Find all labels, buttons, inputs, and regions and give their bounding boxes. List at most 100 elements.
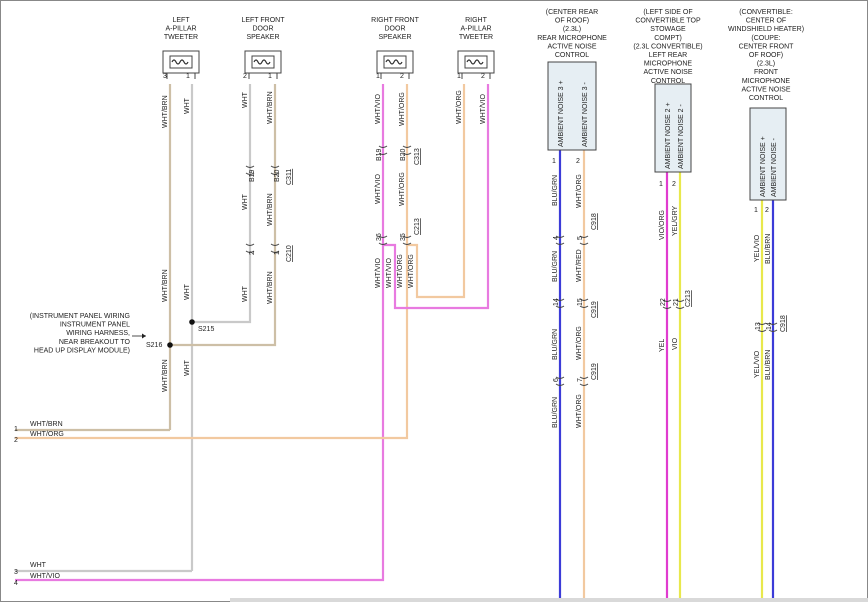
module-pin-name: AMBIENT NOISE - <box>771 137 778 197</box>
pin-label: B20 <box>400 148 407 161</box>
label-line: MICROPHONE <box>644 61 693 68</box>
wire-label: BLU/GRN <box>552 397 559 428</box>
wire-label: WHT/BRN <box>267 91 274 124</box>
connector-id: C918 <box>591 213 598 230</box>
pin-label: B19 <box>376 148 383 161</box>
wire-label: WHT/BRN <box>162 95 169 128</box>
label-line: (LEFT SIDE OF <box>643 9 692 16</box>
wire-label: VIO/ORG <box>659 210 666 240</box>
pin-label: 1 <box>754 207 758 214</box>
wire-label: WHT/BRN <box>267 271 274 304</box>
label-line: LEFT REAR <box>649 52 687 59</box>
label-line: CONTROL <box>651 78 685 85</box>
label-line: RIGHT <box>465 17 488 24</box>
wire-label: YEL/VIO <box>754 234 761 262</box>
wire-label: WHT/VIO <box>375 174 382 204</box>
connector-id: C213 <box>685 290 692 307</box>
label-line: COMPT) <box>654 35 682 42</box>
pin-label: 1 <box>552 158 556 165</box>
splice-s215-label: S215 <box>198 326 214 333</box>
wire-label: WHT/ORG <box>456 90 463 124</box>
pin-label: 21 <box>673 298 680 306</box>
pin-label: 2 <box>672 181 676 188</box>
pin-label: 2 <box>243 73 247 80</box>
pin-label: 2 <box>765 207 769 214</box>
wire-label: WHT/ORG <box>576 174 583 208</box>
label-line: CONTROL <box>749 95 783 102</box>
pin-label: 4 <box>553 236 560 240</box>
wire-label: WHT/VIO <box>375 258 382 288</box>
pin-label: 22 <box>660 298 667 306</box>
wire-label: WHT/ORG <box>576 326 583 360</box>
connector-id: C919 <box>591 301 598 318</box>
wire-label: BLU/GRN <box>552 329 559 360</box>
pin-label: B19 <box>249 169 256 182</box>
connector-id: C311 <box>286 169 293 185</box>
label-line: (2.3L) <box>757 61 775 68</box>
wire-label: WHT/ORG <box>397 254 404 288</box>
pin-label: 1 <box>457 73 461 80</box>
wire-label: BLU/GRN <box>552 175 559 206</box>
label-line: CONVERTIBLE TOP <box>635 18 701 25</box>
wire-label: BLU/GRN <box>552 251 559 282</box>
label-line: SPEAKER <box>378 34 411 41</box>
label-line: CONTROL <box>555 52 589 59</box>
wire-label: WHT/VIO <box>375 94 382 124</box>
wire-label: YEL <box>659 339 666 352</box>
connector-breaks <box>245 145 778 386</box>
label-line: LEFT <box>172 17 190 24</box>
label-line: DOOR <box>253 26 274 33</box>
bottom-scroll-strip <box>230 598 868 602</box>
wire-label: WHT/BRN <box>162 269 169 302</box>
wire-label: WHT/BRN <box>267 193 274 226</box>
entry-label: WHT/ORG <box>30 431 64 438</box>
pin-label: 15 <box>577 298 584 306</box>
entry-num: 3 <box>14 569 18 576</box>
pin-label: 2 <box>400 73 404 80</box>
pin-label: 14 <box>553 298 560 306</box>
label-line: CENTER OF <box>746 18 786 25</box>
label-line: A-PILLAR <box>165 26 196 33</box>
wire-label: WHT <box>184 359 191 376</box>
module-pin-name: AMBIENT NOISE 2 - <box>678 104 685 169</box>
label-line: HEAD UP DISPLAY MODULE) <box>34 347 130 354</box>
label-line: WIRING HARNESS, <box>66 330 130 337</box>
wire-rt-wht-vio <box>383 84 490 310</box>
pin-label: 6 <box>553 378 560 382</box>
wire-label: WHT <box>242 285 249 302</box>
wire-ls-wht-brn <box>170 84 277 347</box>
wire-label: WHT/ORG <box>399 172 406 206</box>
wire-label: WHT/BRN <box>162 359 169 392</box>
wire-label: WHT <box>242 193 249 210</box>
pin-label: 35 <box>400 233 407 241</box>
connector-id: C918 <box>780 315 787 332</box>
wire-label: WHT/ORG <box>576 394 583 428</box>
wire-labels: WHT/BRN WHT WHT/BRN WHT WHT/BRN WHT WHT … <box>162 90 772 428</box>
wire-rt-wht-org <box>407 84 466 299</box>
label-line: (INSTRUMENT PANEL WIRING <box>30 313 130 320</box>
label-line: LEFT FRONT <box>241 17 285 24</box>
entry-label: WHT/VIO <box>30 573 60 580</box>
label-line: REAR MICROPHONE <box>537 35 607 42</box>
wire-label: WHT <box>242 91 249 108</box>
wire-label: WHT/ORG <box>408 254 415 288</box>
label-line: RIGHT FRONT <box>371 17 419 24</box>
splice-s215-dot <box>189 319 195 325</box>
wire-label: WHT/ORG <box>399 92 406 126</box>
pin-label: B20 <box>274 169 281 182</box>
pin-label: 2 <box>481 73 485 80</box>
pin-label: 3 <box>163 73 167 80</box>
wire-label: WHT <box>184 97 191 114</box>
wire-label: YEL/GRY <box>672 205 679 236</box>
module-pin-name: AMBIENT NOISE 2 + <box>665 102 672 169</box>
